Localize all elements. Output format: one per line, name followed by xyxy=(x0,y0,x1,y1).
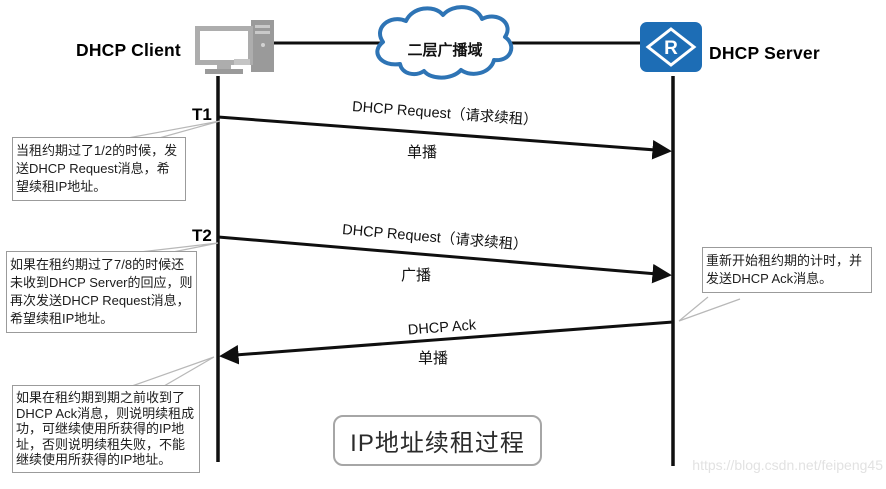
dhcp-client-label: DHCP Client xyxy=(76,40,181,60)
router-icon: R xyxy=(640,22,702,72)
callout-lease-seven-eighths: 如果在租约期过了7/8的时候还未收到DHCP Server的回应，则再次发送DH… xyxy=(6,251,197,333)
dhcp-server-label: DHCP Server xyxy=(709,43,820,63)
callout-lease-half: 当租约期过了1/2的时候，发送DHCP Request消息，希望续租IP地址。 xyxy=(12,137,186,201)
callout-server-restart-timer: 重新开始租约期的计时，并发送DHCP Ack消息。 xyxy=(702,247,872,293)
arrow-dhcp-request-broadcast xyxy=(217,235,672,284)
arrow-dhcp-request-unicast xyxy=(217,115,672,160)
t1-marker: T1 xyxy=(192,105,212,124)
message-1-mode: 单播 xyxy=(406,144,437,161)
broadcast-domain-label: 二层广播域 xyxy=(407,42,483,59)
message-2-mode: 广播 xyxy=(400,267,431,284)
router-letter: R xyxy=(664,38,678,59)
watermark-url: https://blog.csdn.net/feipeng45 xyxy=(692,457,883,473)
callout-pointer-3 xyxy=(678,296,741,322)
arrow-dhcp-ack-unicast xyxy=(219,320,674,365)
callout-pointer-1 xyxy=(121,120,221,141)
diagram-title: IP地址续租过程 xyxy=(333,415,542,466)
desktop-computer-icon xyxy=(195,20,274,74)
message-3-mode: 单播 xyxy=(417,350,448,367)
callout-renewal-result: 如果在租约期到期之前收到了DHCP Ack消息，则说明续租成功，可继续使用所获得… xyxy=(12,385,200,473)
callout-pointer-4 xyxy=(131,356,215,387)
callout-pointers xyxy=(121,120,741,387)
t2-marker: T2 xyxy=(192,226,212,245)
broadcast-domain-cloud xyxy=(375,5,514,80)
